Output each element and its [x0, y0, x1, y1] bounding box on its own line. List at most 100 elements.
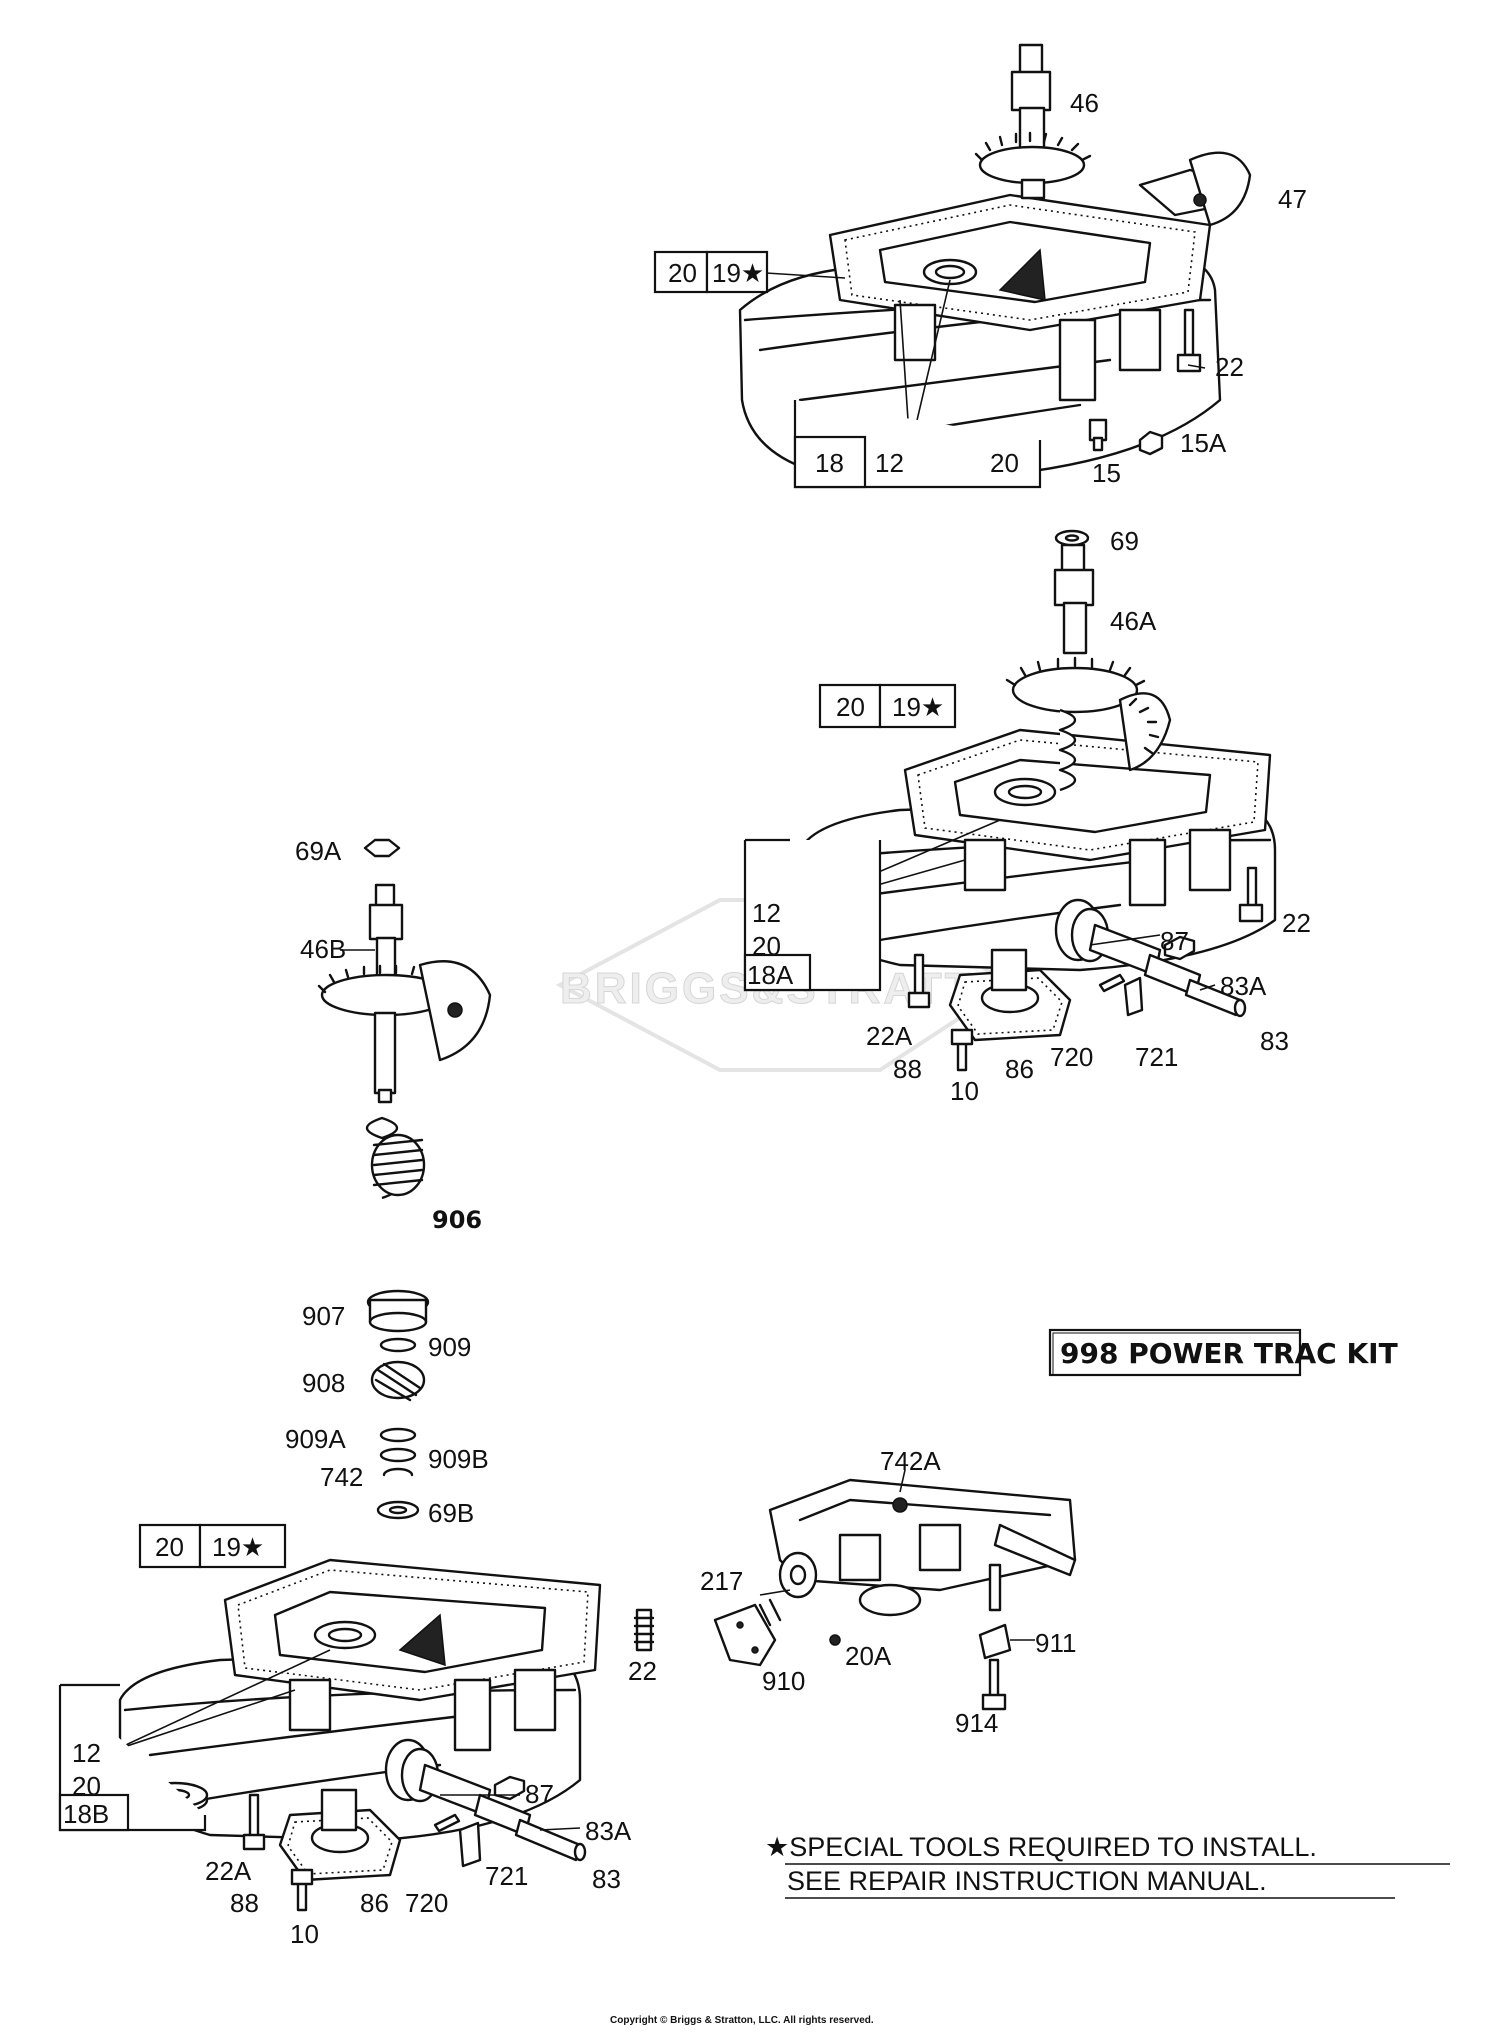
bolt-22-mid	[1238, 866, 1264, 923]
svg-text:20: 20	[668, 258, 697, 288]
top-assembly: 20 19★ 18 46 47 22 15 15A 12 20	[653, 43, 1307, 489]
label-10: 10	[290, 1919, 319, 1949]
label-742a: 742A	[880, 1446, 941, 1476]
svg-text:19★: 19★	[712, 258, 764, 288]
power-trac-stack: 906 907 909 908 909A 909B 742 69B	[285, 1116, 489, 1528]
plate-86	[948, 948, 1072, 1042]
label-83a: 83A	[1220, 971, 1267, 1001]
key-720-bottom	[433, 1813, 461, 1833]
label-12: 12	[72, 1738, 101, 1768]
nut-15a	[1138, 430, 1164, 456]
kit-label: 998 POWER TRAC KIT	[1060, 1337, 1398, 1370]
label-20a: 20A	[845, 1641, 892, 1671]
label-721: 721	[1135, 1042, 1178, 1072]
bolt-10	[950, 1028, 974, 1072]
label-909b: 909B	[428, 1444, 489, 1474]
label-87: 87	[1160, 926, 1189, 956]
label-15a: 15A	[1180, 428, 1227, 458]
label-907: 907	[302, 1301, 345, 1331]
label-908: 908	[302, 1368, 345, 1398]
top-box-18: 18	[793, 400, 1042, 489]
clip-721-bottom	[458, 1821, 482, 1868]
label-46: 46	[1070, 88, 1099, 118]
label-47: 47	[1278, 184, 1307, 214]
output-shaft-83	[1054, 898, 1247, 1018]
label-69a: 69A	[295, 836, 342, 866]
middle-box-20-19: 20 19★	[818, 683, 957, 729]
bolt-22-bottom	[633, 1608, 655, 1652]
copyright: Copyright © Briggs & Stratton, LLC. All …	[610, 2015, 874, 2026]
cup-907	[366, 1289, 430, 1333]
governor-47	[1138, 151, 1252, 227]
label-20: 20	[990, 448, 1019, 478]
bolt-10-bottom	[290, 1868, 314, 1912]
label-83: 83	[592, 1864, 621, 1894]
ring-742	[382, 1467, 414, 1477]
label-12: 12	[752, 898, 781, 928]
bottom-box-20-19: 20 19★	[138, 1523, 287, 1569]
output-shaft-83-bottom	[384, 1738, 587, 1862]
gear-908	[370, 1360, 426, 1402]
label-906: 906	[432, 1206, 482, 1234]
label-87: 87	[525, 1779, 554, 1809]
label-83: 83	[1260, 1026, 1289, 1056]
camshaft-46a	[1005, 543, 1172, 792]
label-22: 22	[1215, 352, 1244, 382]
label-15: 15	[1092, 458, 1121, 488]
svg-text:18: 18	[815, 448, 844, 478]
label-217: 217	[700, 1566, 743, 1596]
washer-909a	[379, 1427, 417, 1443]
label-83a: 83A	[585, 1816, 632, 1846]
special-tools-note: ★SPECIAL TOOLS REQUIRED TO INSTALL. SEE …	[765, 1832, 1450, 1899]
label-86: 86	[1005, 1054, 1034, 1084]
middle-box-18a: 18A	[743, 838, 882, 992]
svg-text:19★: 19★	[212, 1532, 264, 1562]
label-742: 742	[320, 1462, 363, 1492]
plug-15	[1088, 418, 1108, 452]
washer-909	[379, 1337, 417, 1353]
bracket-assembly: 742A 217 910 20A 911 914	[700, 1446, 1076, 1738]
middle-assembly: 20 19★ 18A 69 46A 22 87 83A 83 721 720 8…	[743, 526, 1311, 1106]
camshaft-46	[974, 43, 1092, 200]
label-12: 12	[875, 448, 904, 478]
svg-text:20: 20	[836, 692, 865, 722]
label-20: 20	[752, 931, 781, 961]
label-22a: 22A	[866, 1021, 913, 1051]
label-86: 86	[360, 1888, 389, 1918]
note-line-2: SEE REPAIR INSTRUCTION MANUAL.	[787, 1866, 1267, 1896]
label-909a: 909A	[285, 1424, 346, 1454]
label-909: 909	[428, 1332, 471, 1362]
bolt-22a	[907, 953, 931, 1009]
bolt-22a-bottom	[242, 1793, 266, 1851]
label-88: 88	[893, 1054, 922, 1084]
clip-69a	[363, 838, 401, 858]
label-721: 721	[485, 1861, 528, 1891]
plate-86-bottom	[278, 1788, 402, 1882]
label-69: 69	[1110, 526, 1139, 556]
label-910: 910	[762, 1666, 805, 1696]
clip-721	[1123, 976, 1144, 1017]
label-22: 22	[1282, 908, 1311, 938]
label-88: 88	[230, 1888, 259, 1918]
bottom-box-18b: 18B	[58, 1683, 207, 1832]
label-720: 720	[1050, 1042, 1093, 1072]
top-box-20-19: 20 19★	[653, 250, 769, 294]
label-46b: 46B	[300, 934, 346, 964]
label-911: 911	[1035, 1628, 1076, 1658]
bolt-22	[1176, 308, 1202, 373]
note-line-1: ★SPECIAL TOOLS REQUIRED TO INSTALL.	[765, 1832, 1317, 1862]
label-914: 914	[955, 1708, 998, 1738]
label-720: 720	[405, 1888, 448, 1918]
label-20: 20	[72, 1771, 101, 1801]
washer-69	[1054, 529, 1090, 547]
svg-text:18A: 18A	[747, 960, 794, 990]
svg-text:18B: 18B	[63, 1799, 109, 1829]
label-69b: 69B	[428, 1498, 474, 1528]
spring-906	[365, 1116, 426, 1200]
bottom-assembly: 20 19★ 18B 22 12 20 87 83A 83 22A 88 86 …	[58, 1523, 657, 1949]
key-720	[1098, 973, 1126, 993]
washer-909b	[379, 1447, 417, 1463]
label-46a: 46A	[1110, 606, 1157, 636]
label-22a: 22A	[205, 1856, 252, 1886]
